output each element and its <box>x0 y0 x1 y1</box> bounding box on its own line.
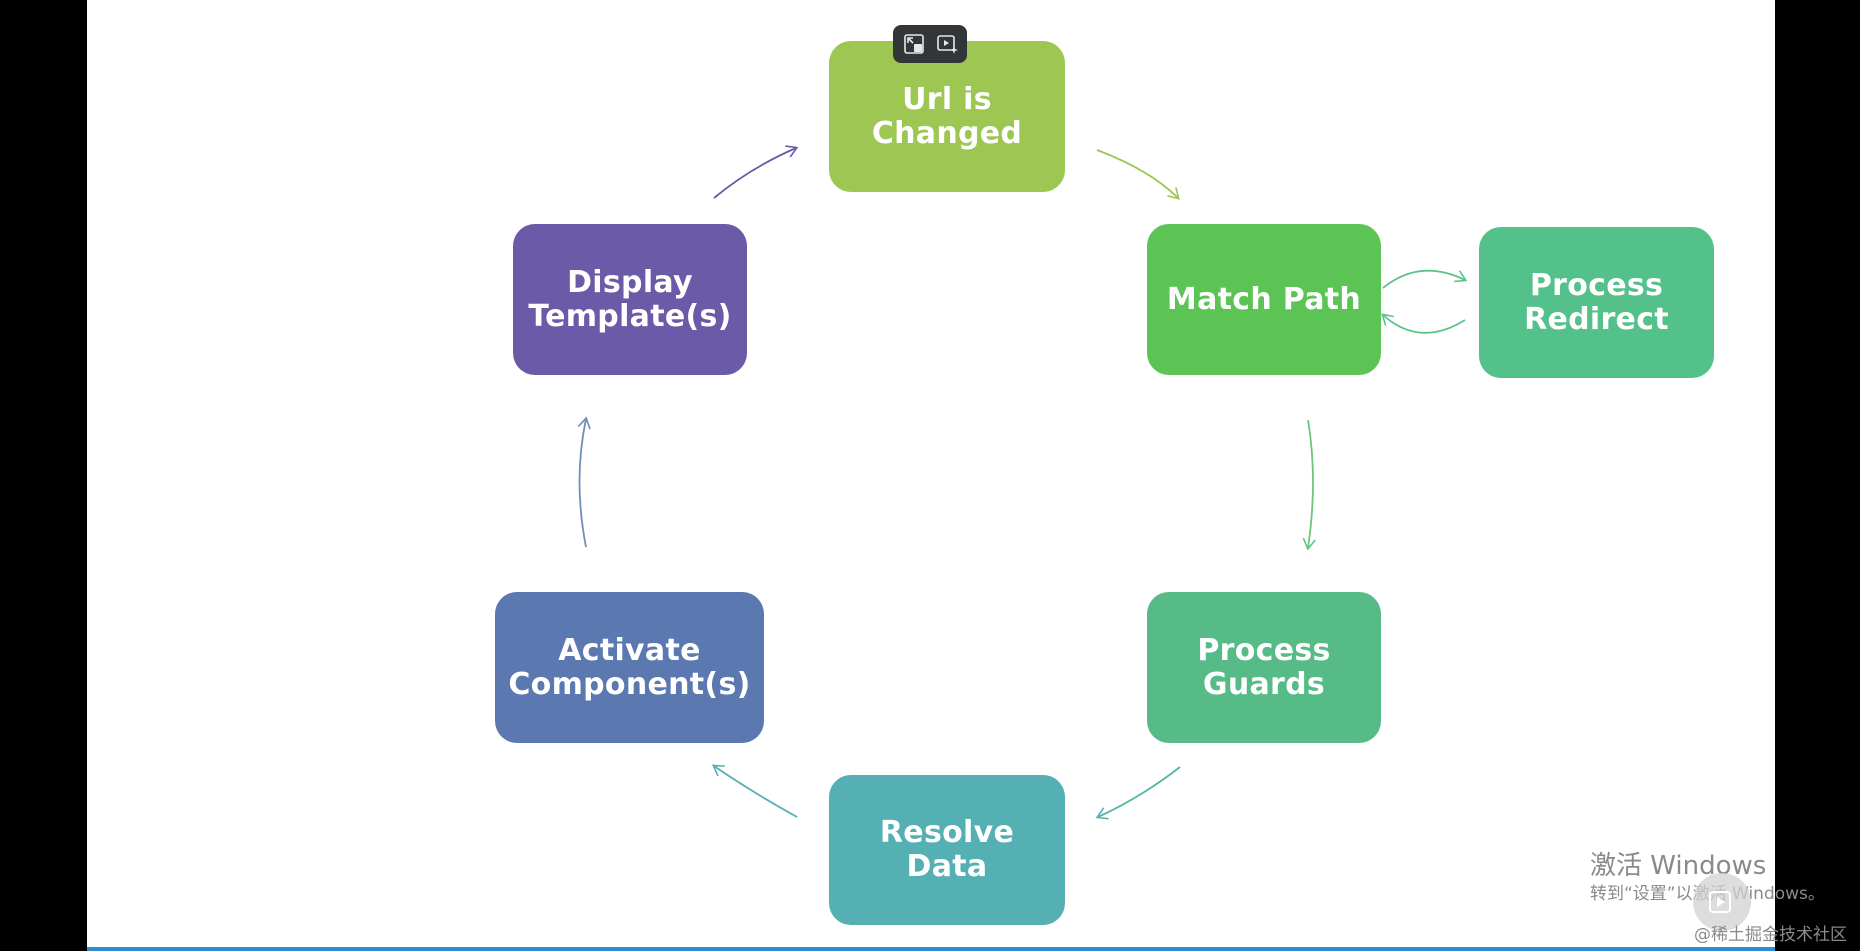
exit-pip-button[interactable] <box>900 30 928 58</box>
node-process-guards-line2: Guards <box>1202 666 1326 702</box>
node-activate-component-line1: Activate <box>558 632 701 668</box>
node-process-redirect-line1: Process <box>1529 267 1664 303</box>
video-sparkle-button[interactable] <box>933 30 961 58</box>
node-match-path: Match Path <box>1147 224 1381 375</box>
node-process-redirect: Process Redirect <box>1479 227 1714 378</box>
node-resolve-data-line2: Data <box>906 849 988 884</box>
node-url-changed-line2: Changed <box>871 115 1023 151</box>
node-display-template: Display Template(s) <box>513 224 747 375</box>
video-toolbar <box>893 25 967 63</box>
activation-title: 激活 Windows <box>1590 851 1767 881</box>
exit-pip-icon <box>903 34 924 54</box>
node-display-template-line1: Display <box>567 264 693 300</box>
progress-line <box>87 947 1775 951</box>
node-display-template-line2: Template(s) <box>528 298 732 334</box>
node-process-redirect-line2: Redirect <box>1524 301 1669 337</box>
video-sparkle-icon <box>936 35 958 54</box>
node-process-guards: Process Guards <box>1147 592 1381 743</box>
credit-label: @稀土掘金技术社区 <box>1694 925 1847 945</box>
play-icon <box>1709 891 1731 913</box>
node-url-changed-line1: Url is <box>902 81 992 117</box>
node-match-path-line1: Match Path <box>1166 281 1362 317</box>
node-activate-component-line2: Component(s) <box>508 666 751 702</box>
play-button[interactable] <box>1693 873 1751 931</box>
node-process-guards-line1: Process <box>1197 632 1331 668</box>
node-activate-component: Activate Component(s) <box>495 592 764 743</box>
node-resolve-data: Resolve Data <box>829 775 1065 925</box>
node-resolve-data-line1: Resolve <box>879 815 1015 850</box>
node-url-changed: Url is Changed <box>829 41 1065 192</box>
